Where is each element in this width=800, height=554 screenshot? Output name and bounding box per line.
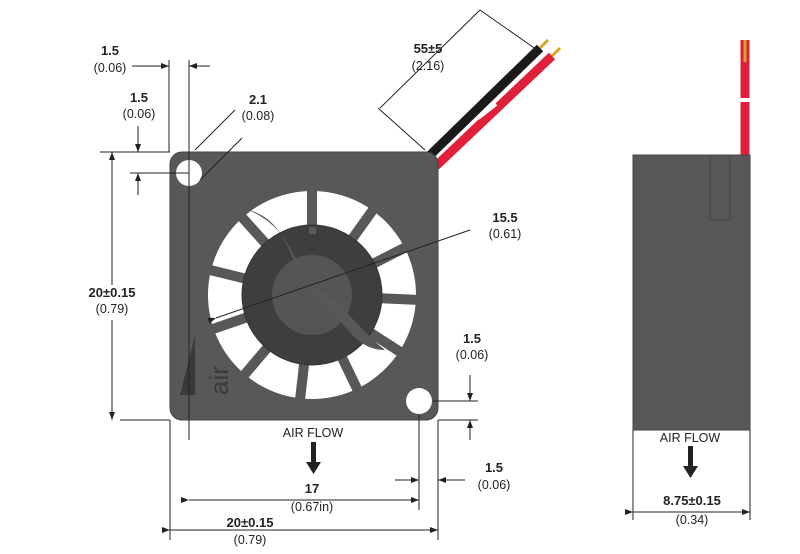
airflow-label: AIR FLOW: [283, 426, 344, 440]
air-logo: air: [204, 366, 234, 395]
top-offset-x-mm: 1.5: [101, 43, 119, 58]
top-offset-y-in: (0.06): [123, 107, 156, 121]
fan-side-view: [632, 40, 752, 431]
width-mm: 20±0.15: [227, 515, 274, 530]
dimension-labels: 1.5 (0.06) 1.5 (0.06) 2.1 (0.08) 55±5 (2…: [89, 41, 721, 547]
bottom-offset-x-mm: 1.5: [485, 460, 503, 475]
bottom-offset-x-in: (0.06): [478, 478, 511, 492]
logo-arrow-icon: [180, 335, 195, 395]
top-offset-y-mm: 1.5: [130, 90, 148, 105]
thickness-mm: 8.75±0.15: [663, 493, 721, 508]
hole-diameter-mm: 2.1: [249, 92, 267, 107]
bottom-offset-y-in: (0.06): [456, 348, 489, 362]
hole-spacing-in: (0.67in): [291, 500, 333, 514]
airflow-arrow-icon: [306, 442, 321, 474]
airflow-side-label: AIR FLOW: [660, 431, 721, 445]
width-in: (0.79): [234, 533, 267, 547]
airflow-side-arrow-icon: [683, 446, 698, 478]
wires: [421, 38, 562, 170]
hole-diameter-in: (0.08): [242, 109, 275, 123]
bottom-offset-y-mm: 1.5: [463, 331, 481, 346]
dimension-lines: [100, 9, 751, 540]
fan-front-view: air: [169, 151, 439, 421]
hole-spacing-mm: 17: [305, 481, 319, 496]
fan-diameter-in: (0.61): [489, 227, 522, 241]
wire-length-mm: 55±5: [414, 41, 443, 56]
height-in: (0.79): [96, 302, 129, 316]
wire-length-in: (2.16): [412, 59, 445, 73]
height-mm: 20±0.15: [89, 285, 136, 300]
top-offset-x-in: (0.06): [94, 61, 127, 75]
fan-diameter-mm: 15.5: [492, 210, 517, 225]
thickness-in: (0.34): [676, 513, 709, 527]
